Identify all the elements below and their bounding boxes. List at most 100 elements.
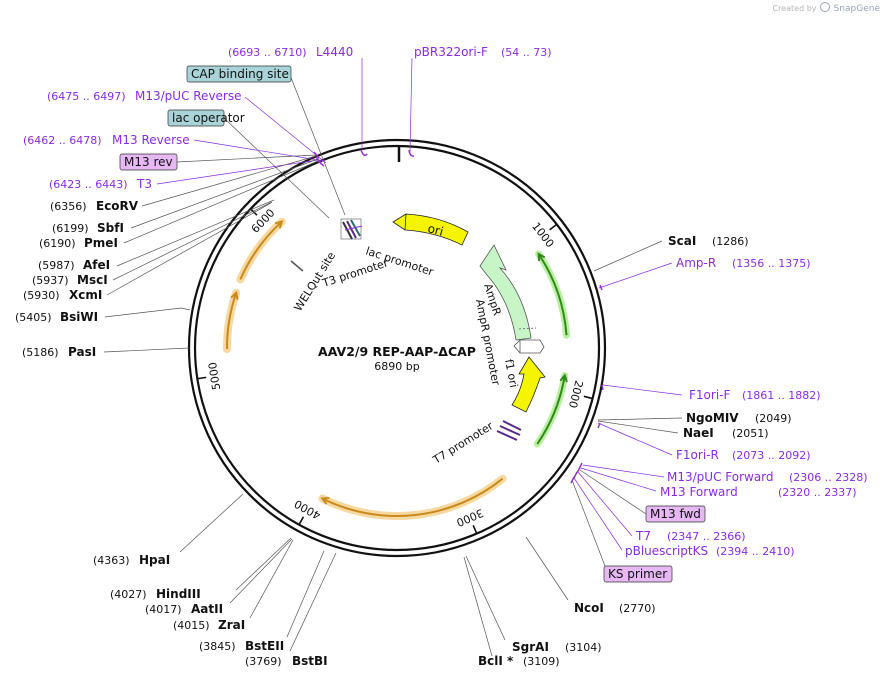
- tick-1000: [549, 223, 558, 231]
- ori-arrow: [392, 213, 469, 246]
- leader-pmei: [123, 160, 319, 244]
- plasmid-name: AAV2/9 REP-AAP-ΔCAP: [318, 344, 476, 359]
- pasi-name: PasI: [68, 345, 96, 359]
- leader-hindiii: [235, 537, 292, 591]
- t7-promoter-marks: [496, 420, 522, 441]
- leader-pbr322orif: [409, 57, 413, 153]
- tick-2000: [583, 395, 593, 400]
- ks-primer-label: KS primer: [608, 567, 667, 581]
- pbr322orif-coord: (54 .. 73): [501, 46, 552, 59]
- t7-promoter-label: T7 promoter: [430, 419, 496, 467]
- welqut-mark: [290, 260, 304, 272]
- leader-t3: [156, 159, 319, 185]
- t3-coord: (6423 .. 6443): [49, 178, 128, 191]
- leader-naei: [597, 420, 679, 434]
- tick-label-1000: 1000: [529, 220, 556, 250]
- t7-primer-name: T7: [635, 529, 651, 543]
- leader-bstbi: [289, 552, 337, 652]
- lac-operator-box: [167, 109, 225, 127]
- leader-sbfi: [130, 158, 319, 229]
- hindiii-name: HindIII: [156, 587, 201, 601]
- primer-cluster-right-mark: [570, 462, 583, 484]
- tick-label-3000: 3000: [454, 506, 485, 529]
- leader-ks-primer: [571, 479, 606, 567]
- m13puc-reverse-coord: (6475 .. 6497): [47, 90, 126, 103]
- orf-bottom-arc: [321, 477, 504, 517]
- bsteii-coord: (3845): [199, 640, 236, 653]
- backbone-inner-ring: [193, 144, 601, 552]
- l4440-name: L4440: [316, 45, 353, 59]
- m13-rev-box: [119, 153, 178, 171]
- orf-left-upper-arc: [239, 220, 283, 280]
- m13-reverse-name: M13 Reverse: [112, 133, 190, 147]
- orf-bottom-arc-head: [320, 497, 330, 505]
- f1-ori-label: f1 ori: [502, 358, 520, 389]
- credit-prefix: Created by: [772, 4, 817, 13]
- m13-forward-coord: (2320 .. 2337): [778, 486, 857, 499]
- sbfi-name: SbfI: [97, 221, 124, 235]
- leader-ncoi: [525, 536, 569, 601]
- tick-label-4000: 4000: [292, 497, 323, 522]
- plasmid-length: 6890 bp: [374, 360, 419, 373]
- leader-afei: [116, 199, 275, 267]
- ngomiv-name: NgoMIV: [686, 411, 739, 425]
- f1-ori-arrow: [511, 356, 546, 413]
- ks-primer-box: [603, 565, 673, 583]
- cap-binding-site-box: [186, 65, 292, 83]
- afei-name: AfeI: [83, 258, 110, 272]
- leader-f1ori-f: [602, 384, 683, 396]
- tick-3000: [472, 525, 478, 534]
- primer-f1orir-mark: [597, 422, 601, 429]
- green-arc-lower: [536, 375, 566, 445]
- lac-operator-label: lac operator: [172, 111, 245, 125]
- primer-l4440-mark: [360, 149, 368, 157]
- green-arc-lower-glow: [533, 371, 569, 448]
- snapgene-logo-icon: [820, 2, 831, 12]
- f1ori-f-coord: (1861 .. 1882): [742, 389, 821, 402]
- green-arc-upper-head: [537, 252, 546, 262]
- lac-region-marks: [340, 218, 363, 240]
- leader-zrai: [249, 539, 294, 619]
- tick-label-2000: 2000: [566, 379, 586, 409]
- sgrai-name: SgrAI: [512, 640, 549, 654]
- leader-f1ori-r: [597, 422, 673, 456]
- m13puc-forward-name: M13/pUC Forward: [667, 470, 774, 484]
- orf-left-lower-arc: [226, 292, 238, 350]
- pbr322orif-name: pBR322ori-F: [414, 45, 488, 59]
- green-arc-upper: [537, 253, 568, 336]
- aatii-coord: (4017): [145, 603, 182, 616]
- leader-ecorv: [141, 155, 317, 207]
- zrai-coord: (4015): [173, 619, 210, 632]
- pbluescriptks-name: pBluescriptKS: [625, 544, 708, 558]
- xcmi-coord: (5930): [23, 289, 60, 302]
- leader-bcli: [463, 556, 493, 657]
- bcli-name: BclI *: [478, 654, 514, 668]
- m13-fwd-box: [645, 505, 706, 523]
- naei-name: NaeI: [683, 426, 714, 440]
- m13-fwd-label: M13 fwd: [650, 507, 701, 521]
- m13puc-reverse-name: M13/pUC Reverse: [135, 89, 242, 103]
- aatii-name: AatII: [191, 602, 223, 616]
- scai-coord: (1286): [712, 235, 749, 248]
- m13-rev-label: M13 rev: [124, 155, 173, 169]
- m13-forward-name: M13 Forward: [660, 485, 738, 499]
- ampr-primer-coord: (1356 .. 1375): [732, 257, 811, 270]
- leader-ngomiv: [597, 417, 683, 421]
- xcmi-name: XcmI: [69, 288, 102, 302]
- tick-5000: [197, 376, 207, 380]
- bsiwi-name: BsiWI: [60, 310, 98, 324]
- leader-m13-forward: [580, 467, 657, 492]
- zrai-name: ZraI: [218, 618, 245, 632]
- bstbi-coord: (3769): [245, 655, 282, 668]
- primer-pbr322orif-mark: [408, 149, 415, 157]
- ngomiv-coord: (2049): [755, 412, 792, 425]
- leader-m13-rev: [176, 154, 317, 163]
- bstbi-name: BstBI: [292, 654, 328, 668]
- t3-name: T3: [136, 177, 152, 191]
- tick-label-5000: 5000: [206, 361, 223, 391]
- m13puc-forward-coord: (2306 .. 2328): [789, 471, 868, 484]
- msci-coord: (5937): [32, 274, 69, 287]
- m13-reverse-coord: (6462 .. 6478): [23, 134, 102, 147]
- primer-f1orif-mark: [601, 384, 604, 391]
